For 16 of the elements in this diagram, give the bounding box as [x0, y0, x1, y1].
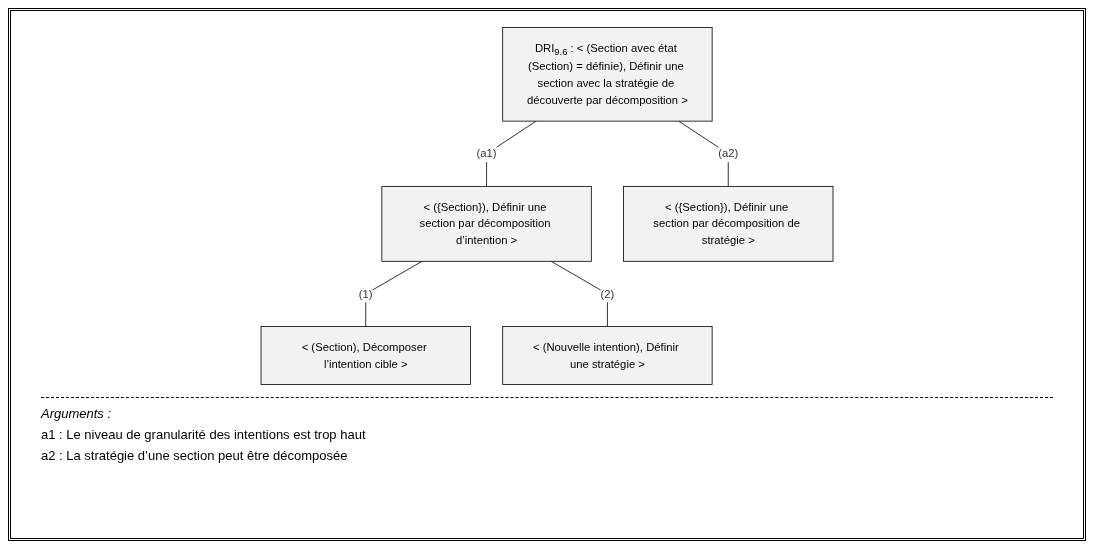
connector — [486, 120, 537, 187]
edge-label: (2) — [600, 287, 615, 300]
node-box: DRI$_{9.6}$ : < (Section avec état (Section) = définie), Définir une section avec la stratégie de découverte par décomposition > — [502, 27, 713, 122]
argument-note: a1 : Le niveau de granularité des intentions est trop haut — [41, 427, 367, 442]
node-box: < ({Section}), Définir une section par décomposition de stratégie > — [623, 185, 834, 262]
section-heading: Arguments : — [41, 406, 113, 421]
connector — [678, 120, 729, 187]
node-box: < (Nouvelle intention), Définir une stratégie > — [502, 326, 713, 385]
connector — [550, 260, 608, 327]
connector — [365, 260, 423, 327]
argument-note: a2 : La stratégie d’une section peut être décomposée — [41, 448, 349, 463]
edge-label: (1) — [358, 287, 373, 300]
node-box: < ({Section}), Définir une section par décomposition d’intention > — [381, 185, 592, 262]
node-box: < (Section), Décomposer l’intention cible > — [260, 326, 471, 385]
edge-label: (a2) — [718, 146, 739, 160]
edge-label: (a1) — [476, 146, 497, 160]
